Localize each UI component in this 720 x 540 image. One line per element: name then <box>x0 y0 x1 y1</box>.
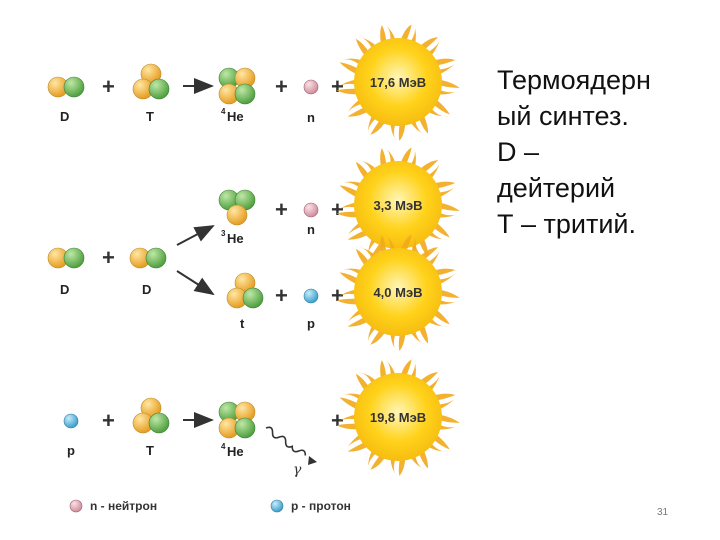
neutron-icon <box>303 79 319 95</box>
energy-label: 3,3 МэВ <box>373 198 422 213</box>
proton-icon <box>303 288 319 304</box>
arrow-up <box>176 225 215 246</box>
legend-neutron: n - нейтрон <box>90 499 157 513</box>
legend: n - нейтрон p - протон <box>69 499 351 513</box>
label-p: p <box>67 443 75 458</box>
plus-sign: + <box>331 283 344 308</box>
plus-sign: + <box>331 197 344 222</box>
label-t: T <box>146 443 154 458</box>
energy-label: 17,6 МэВ <box>370 75 426 90</box>
triton-icon <box>132 63 170 100</box>
neutron-icon <box>303 202 319 218</box>
label-n: n <box>307 222 315 237</box>
legend-proton: p - протон <box>291 499 351 513</box>
energy-sun-icon: 3,3 МэВ <box>336 147 460 264</box>
energy-suns: 17,6 МэВ 3,3 МэВ 4,0 МэВ 19,8 МэВ <box>336 24 460 476</box>
title-line: D – <box>497 137 540 167</box>
title-line: Т – тритий. <box>497 209 637 239</box>
slide-title: Термоядерн ый синтез. D – дейтерий Т – т… <box>497 62 712 242</box>
reaction-1: + + + D T 4 He n <box>47 63 344 125</box>
plus-sign: + <box>331 74 344 99</box>
label-he: He <box>227 444 244 459</box>
label-d: D <box>142 282 151 297</box>
deuteron-icon <box>129 247 167 269</box>
plus-sign: + <box>275 74 288 99</box>
label-t: t <box>240 316 245 331</box>
label-n: n <box>307 110 315 125</box>
label-he: He <box>227 231 244 246</box>
label-he-mass: 4 <box>221 442 226 451</box>
title-line: дейтерий <box>497 173 616 203</box>
energy-sun-icon: 17,6 МэВ <box>336 24 460 141</box>
title-line: Термоядерн <box>497 65 651 95</box>
gamma-arrowhead <box>308 456 317 465</box>
deuteron-icon <box>47 247 85 269</box>
proton-icon <box>63 413 79 429</box>
label-gamma: γ <box>293 462 302 478</box>
gamma-wave-icon <box>265 426 307 456</box>
helium4-icon <box>218 401 256 439</box>
proton-icon <box>270 499 284 513</box>
triton-icon <box>226 272 264 309</box>
plus-sign: + <box>102 245 115 270</box>
title-line: ый синтез. <box>497 101 629 131</box>
neutron-icon <box>69 499 83 513</box>
label-d: D <box>60 109 69 124</box>
plus-sign: + <box>102 408 115 433</box>
helium3-icon <box>218 189 256 226</box>
triton-icon <box>132 397 170 434</box>
helium4-icon <box>218 67 256 105</box>
reaction-2: + + + 3 He n + + D D t p <box>47 189 344 331</box>
label-he-mass: 3 <box>221 229 226 238</box>
energy-sun-icon: 19,8 МэВ <box>336 359 460 476</box>
energy-label: 4,0 МэВ <box>373 285 422 300</box>
plus-sign: + <box>102 74 115 99</box>
plus-sign: + <box>275 283 288 308</box>
plus-sign: + <box>275 197 288 222</box>
energy-label: 19,8 МэВ <box>370 410 426 425</box>
arrow-down <box>176 270 215 296</box>
energy-sun-icon: 4,0 МэВ <box>336 234 460 351</box>
label-he-mass: 4 <box>221 107 226 116</box>
label-t: T <box>146 109 154 124</box>
label-he: He <box>227 109 244 124</box>
label-d: D <box>60 282 69 297</box>
plus-sign: + <box>331 408 344 433</box>
deuteron-icon <box>47 76 85 98</box>
page-number: 31 <box>657 507 669 518</box>
label-p: p <box>307 316 315 331</box>
reaction-3: + + p T 4 He γ <box>63 397 344 478</box>
